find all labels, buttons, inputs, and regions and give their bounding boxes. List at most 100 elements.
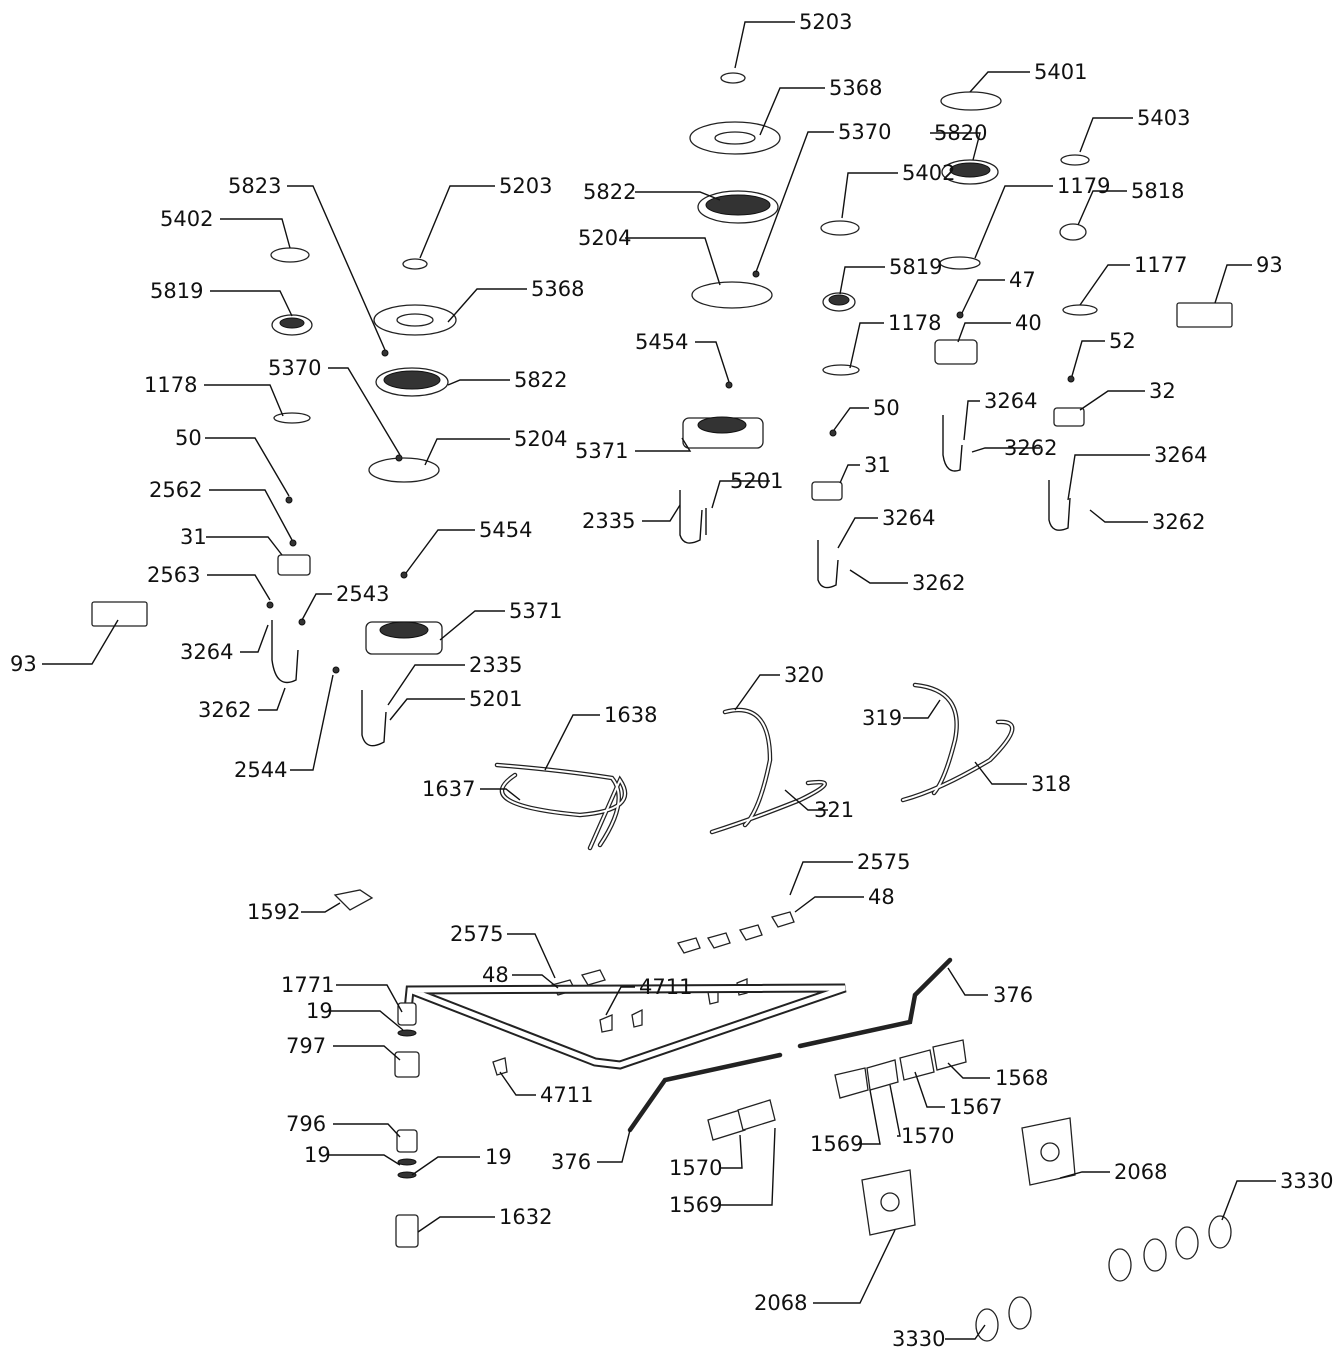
callout-2575-right: 2575	[857, 850, 910, 874]
callout-1569-left: 1569	[669, 1193, 722, 1217]
callout-4711-top: 4711	[639, 975, 692, 999]
part-93-right-block	[1176, 302, 1233, 328]
callout-3330-bottom: 3330	[892, 1327, 945, 1351]
part-31-left-valve	[277, 554, 311, 576]
callout-19-a: 19	[306, 999, 333, 1023]
part-2335-left-wire	[361, 690, 387, 747]
part-3264-wire-c	[817, 540, 839, 589]
part-1178-mid-clip	[822, 364, 860, 376]
part-5204-top-plate	[691, 281, 773, 309]
callout-5370-left: 5370	[268, 356, 321, 380]
callout-31-left: 31	[180, 525, 207, 549]
part-5819-left-inner	[279, 317, 305, 329]
part-5822-top-grate-inner	[705, 194, 771, 216]
callout-321: 321	[814, 798, 854, 822]
callout-1178-mid: 1178	[888, 311, 941, 335]
callout-2575-left: 2575	[450, 922, 503, 946]
callout-5403: 5403	[1137, 106, 1190, 130]
part-valves	[707, 1039, 967, 1141]
part-50-mid-screw	[829, 429, 837, 437]
callout-1592: 1592	[247, 900, 300, 924]
part-5204-left-plate	[368, 457, 440, 483]
callout-1567: 1567	[949, 1095, 1002, 1119]
callout-797: 797	[286, 1034, 326, 1058]
callout-31-mid: 31	[864, 453, 891, 477]
part-5402-left-ring	[270, 247, 310, 263]
parts-layer	[91, 72, 1233, 1342]
callout-5819-left: 5819	[150, 279, 203, 303]
part-31-mid-valve	[811, 481, 843, 501]
callout-19-b: 19	[304, 1143, 331, 1167]
part-1592-bracket	[333, 889, 374, 911]
part-5819-mid-inner	[828, 294, 850, 306]
part-19-washer-c	[397, 1171, 417, 1179]
part-376-left-rail	[627, 1052, 783, 1133]
callout-796: 796	[286, 1112, 326, 1136]
callout-19-c: 19	[485, 1145, 512, 1169]
part-manifold-pipe	[403, 983, 847, 1070]
callout-5822-top: 5822	[583, 180, 636, 204]
callout-5819-mid: 5819	[889, 255, 942, 279]
part-19-washer-a	[397, 1029, 417, 1037]
callout-5402-left: 5402	[160, 207, 213, 231]
callout-5371-top: 5371	[575, 439, 628, 463]
part-1637-1638-tubes	[494, 762, 628, 851]
callout-2068-left: 2068	[754, 1291, 807, 1315]
callout-3264-c: 3264	[882, 506, 935, 530]
callout-47: 47	[1009, 268, 1036, 292]
callout-52: 52	[1109, 329, 1136, 353]
callout-5401: 5401	[1034, 60, 1087, 84]
callout-376-left: 376	[551, 1150, 591, 1174]
part-52-screw	[1067, 375, 1075, 383]
part-2544-screw	[332, 666, 340, 674]
callout-2563: 2563	[147, 563, 200, 587]
part-5818-burner	[1059, 223, 1087, 241]
callout-5201-top: 5201	[730, 469, 783, 493]
part-1632-fitting	[395, 1214, 419, 1248]
callout-1178-left: 1178	[144, 373, 197, 397]
callout-3262-d: 3262	[198, 698, 251, 722]
part-5823-screw	[381, 349, 389, 357]
part-1178-left-clip	[273, 412, 311, 424]
callout-2335-left: 2335	[469, 653, 522, 677]
callout-5371-left: 5371	[509, 599, 562, 623]
part-3330-knobs	[975, 1215, 1232, 1342]
callout-2335-top: 2335	[582, 509, 635, 533]
part-5820-burner-inner	[949, 162, 991, 178]
callout-319: 319	[862, 706, 902, 730]
part-5203-top-cap	[720, 72, 746, 84]
callout-1569-right: 1569	[810, 1132, 863, 1156]
part-5454-top-screw	[725, 381, 733, 389]
callout-32: 32	[1149, 379, 1176, 403]
callout-40: 40	[1015, 311, 1042, 335]
part-2335-wire	[679, 490, 703, 544]
leader-lines	[42, 21, 1276, 1340]
callout-3264-a: 3264	[984, 389, 1037, 413]
callout-2068-right: 2068	[1114, 1160, 1167, 1184]
part-5402-mid-ring	[820, 220, 860, 236]
callout-3264-b: 3264	[1154, 443, 1207, 467]
part-47-screw	[956, 311, 964, 319]
part-5368-top-hole	[714, 131, 756, 145]
part-1179-clip	[939, 256, 981, 270]
callout-1568: 1568	[995, 1066, 1048, 1090]
callout-2544: 2544	[234, 758, 287, 782]
callout-5203-top: 5203	[799, 10, 852, 34]
part-1177-clip	[1062, 304, 1098, 316]
callout-5402-mid: 5402	[902, 161, 955, 185]
part-5368-left-hole	[396, 313, 434, 327]
callout-2543: 2543	[336, 582, 389, 606]
callout-5454-top: 5454	[635, 330, 688, 354]
callout-1570-left: 1570	[669, 1156, 722, 1180]
callout-3262-a: 3262	[1004, 436, 1057, 460]
callout-93-left: 93	[10, 652, 37, 676]
part-318-319-tubes	[900, 682, 1015, 803]
part-5454-left-screw	[400, 571, 408, 579]
part-5403-ring	[1060, 154, 1090, 166]
part-50-left-screw	[285, 496, 293, 504]
part-2068-left-hole	[880, 1192, 900, 1212]
part-5203-left-cap	[402, 258, 428, 270]
callout-1632: 1632	[499, 1205, 552, 1229]
callout-318: 318	[1031, 772, 1071, 796]
part-796-bolt	[396, 1129, 418, 1153]
